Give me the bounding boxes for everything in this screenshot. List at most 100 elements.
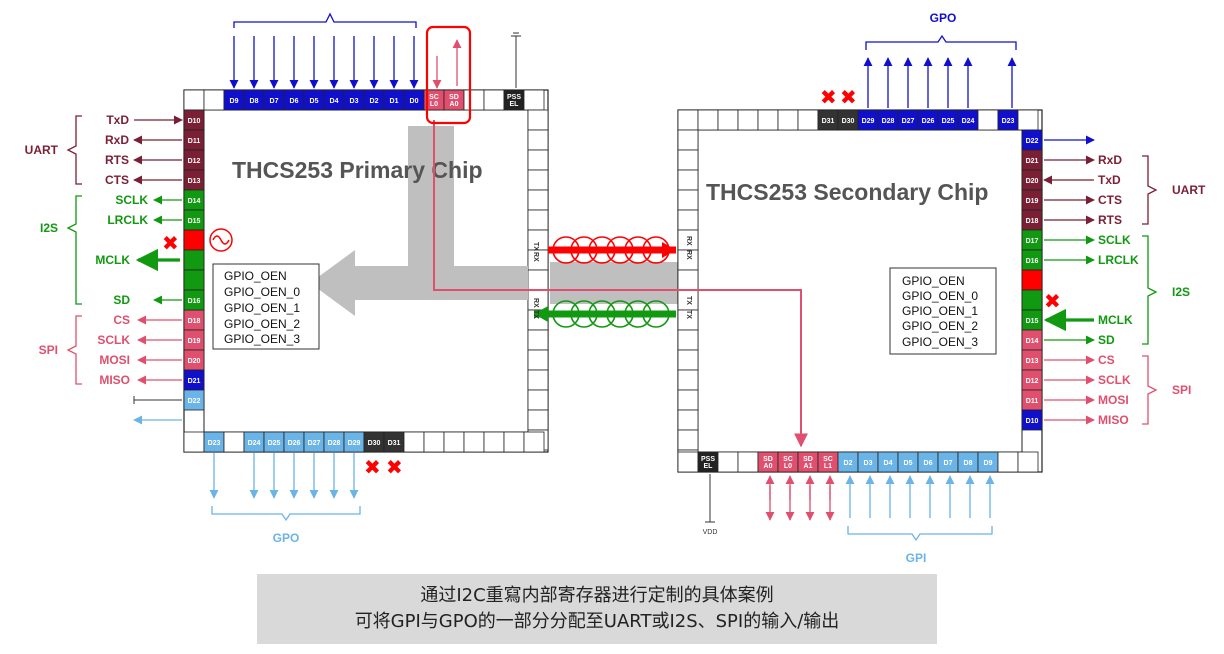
p-bottom-cell xyxy=(523,431,545,453)
p-pin-D25-label: D25 xyxy=(268,440,281,447)
s-pin-D27-label: D27 xyxy=(902,118,915,125)
gpio-oen: GPIO_OEN xyxy=(902,274,965,288)
p-bottom-cell xyxy=(483,431,505,453)
p-bottom-brace xyxy=(211,506,361,522)
s-pin-D5-label: D5 xyxy=(904,460,913,467)
p-serdes-rx2: RX xyxy=(532,298,539,308)
p-serdes-tx: TX xyxy=(532,242,539,251)
s-uart-cts: CTS xyxy=(1098,193,1122,207)
s-left-cell xyxy=(677,189,699,211)
gpio-oen-1: GPIO_OEN_1 xyxy=(224,301,300,315)
s-i2s-group: I2S xyxy=(1172,285,1190,299)
s-top-cell xyxy=(697,109,719,131)
p-right-cell xyxy=(527,369,549,391)
s-serdes-rx2: RX xyxy=(685,250,692,260)
p-top-brace xyxy=(233,12,417,28)
secondary-gpio-box: GPIO_OEN GPIO_OEN_0 GPIO_OEN_1 GPIO_OEN_… xyxy=(889,267,997,355)
s-right-pin-13-label: D11 xyxy=(1026,398,1039,405)
p-uart-brace xyxy=(66,115,82,185)
p-left-pin-5-label: D15 xyxy=(188,218,201,225)
p-right-cell xyxy=(527,389,549,411)
p-pin-D30-label: D30 xyxy=(368,440,381,447)
p-pin-D29-label: D29 xyxy=(348,440,361,447)
s-i2s-brace xyxy=(1142,235,1158,345)
s-right-pin-4-label: D18 xyxy=(1026,218,1039,225)
s-left-cell xyxy=(677,149,699,171)
p-pin-D28-label: D28 xyxy=(328,440,341,447)
p-pin-scl0-label: L0 xyxy=(430,101,438,108)
p-spi-mosi: MOSI xyxy=(99,353,130,367)
p-pin-D9-label: D9 xyxy=(230,98,239,105)
s-right-pin-2-label: D20 xyxy=(1026,178,1039,185)
s-right-pin-14 xyxy=(1021,409,1043,431)
p-right-cell xyxy=(527,169,549,191)
s-pin-i2c-5-label: L0 xyxy=(784,463,792,470)
s-pin-i2c-7-label: SC xyxy=(823,456,833,463)
s-spi-group: SPI xyxy=(1172,383,1191,397)
p-bottom-cell xyxy=(463,431,485,453)
gpio-oen-3: GPIO_OEN_3 xyxy=(224,332,300,346)
p-left-pin-14 xyxy=(183,389,205,411)
gpio-oen-3: GPIO_OEN_3 xyxy=(902,335,978,349)
gpio-oen-1: GPIO_OEN_1 xyxy=(902,304,978,318)
s-right-pin-3-label: D19 xyxy=(1026,198,1039,205)
primary-title: THCS253 Primary Chip xyxy=(232,157,483,183)
p-i2s-sclk: SCLK xyxy=(115,193,148,207)
s-i2s-mclk: MCLK xyxy=(1098,313,1133,327)
caption-box: 通过I2C重寫内部寄存器进行定制的具体案例 可将GPI与GPO的一部分分配至UA… xyxy=(257,574,937,644)
s-pin-D30-label: D30 xyxy=(842,118,855,125)
p-pin-D3-label: D3 xyxy=(350,98,359,105)
s-pin-D7-label: D7 xyxy=(944,460,953,467)
s-pin-D23-label: D23 xyxy=(1002,118,1015,125)
s-vdd-label: VDD xyxy=(703,529,718,536)
p-x-d30: ✖ xyxy=(364,455,381,479)
p-pin-D0-label: D0 xyxy=(410,98,419,105)
s-left-cell xyxy=(677,209,699,231)
p-x-d31: ✖ xyxy=(386,455,403,479)
s-gpi-brace xyxy=(847,526,993,542)
p-left-pin-7 xyxy=(183,249,205,271)
s-pin-D3-label: D3 xyxy=(864,460,873,467)
p-top-cell xyxy=(203,89,225,111)
s-top-cell xyxy=(757,109,779,131)
gpio-oen-2: GPIO_OEN_2 xyxy=(224,317,300,331)
p-serdes-rx: RX xyxy=(532,252,539,262)
s-left-cell xyxy=(677,409,699,431)
s-top-cell xyxy=(717,109,739,131)
p-left-pin-D16-label: D16 xyxy=(188,298,201,305)
p-pin-D27-label: D27 xyxy=(308,440,321,447)
s-i2s-lrclk: LRCLK xyxy=(1098,253,1139,267)
p-right-cell xyxy=(527,189,549,211)
s-bottom-cell xyxy=(1017,451,1039,473)
s-right-pin-6-label: D16 xyxy=(1026,258,1039,265)
s-pin-i2c-6-label: SD xyxy=(803,456,813,463)
s-gpo-label: GPO xyxy=(930,11,957,25)
s-bottom-cell xyxy=(717,451,739,473)
p-pin-pssel-label: PSS xyxy=(507,94,521,101)
s-top-cell xyxy=(737,109,759,131)
s-pin-D28-label: D28 xyxy=(882,118,895,125)
p-i2s-group: I2S xyxy=(40,221,58,235)
s-top-brace xyxy=(865,34,1017,50)
i2c-highlight xyxy=(425,25,472,125)
p-i2s-mclk: MCLK xyxy=(95,253,130,267)
s-pin-D25-label: D25 xyxy=(942,118,955,125)
s-pin-i2c-4-label: SD xyxy=(763,456,773,463)
p-uart-group: UART xyxy=(25,143,59,157)
s-spi-brace xyxy=(1142,355,1158,425)
p-pin-D4-label: D4 xyxy=(330,98,339,105)
p-pin-D5-label: D5 xyxy=(310,98,319,105)
s-i2s-sd: SD xyxy=(1098,333,1115,347)
s-right-pin-5-label: D17 xyxy=(1026,238,1039,245)
s-x-d30: ✖ xyxy=(840,85,857,109)
p-uart-cts: CTS xyxy=(105,173,129,187)
p-uart-rts: RTS xyxy=(105,153,129,167)
p-left-pin-6 xyxy=(183,229,205,251)
p-left-pin-12-label: D20 xyxy=(188,358,201,365)
s-gpi-label: GPI xyxy=(906,551,927,565)
p-right-cell xyxy=(527,409,549,431)
s-x-d16b: ✖ xyxy=(1044,289,1061,313)
s-serdes-tx2: TX xyxy=(685,310,692,319)
p-spi-miso: MISO xyxy=(99,373,130,387)
